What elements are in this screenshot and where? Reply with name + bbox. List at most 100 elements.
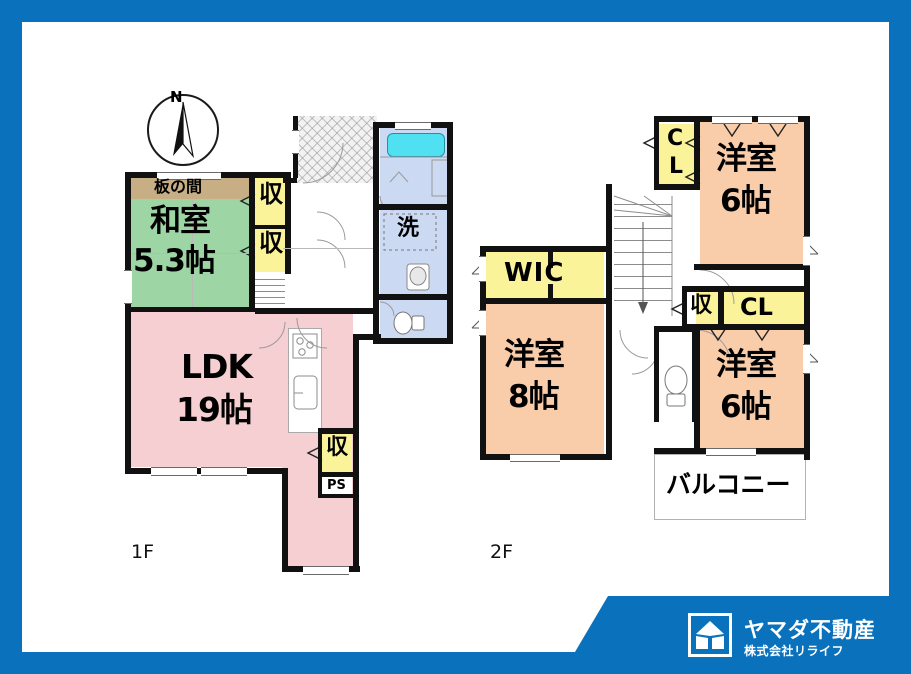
wall-hall-right [373,178,379,344]
wall-entrance-step [283,178,297,183]
label-washroom: 洗 [397,216,420,241]
wall-1f-right-lower [353,340,359,572]
wall-bedroom-north-bottom [694,264,810,270]
room-bedroom-west-fill [486,304,604,454]
pipe-space-fill [322,477,352,497]
label-bedroom-west-area: 8帖 [508,379,560,415]
label-washitsu-area: 5.3帖 [133,243,216,279]
room-itanoma-fill [131,178,249,199]
floor-1-plan: 板の間 和室 5.3帖 LDK 19帖 収 収 収 PS 洗 [107,116,453,575]
window-bath-top [395,122,431,130]
entrance-tile-area [297,116,377,183]
company-subtitle: 株式会社リライフ [744,644,845,658]
bathtub [387,133,445,157]
wall-washitsu-bottom [125,307,255,312]
window-bedroom-west-left-2 [479,310,486,336]
wall-stairwell-left [606,184,612,320]
wall-bedroom-south-left [694,330,700,454]
wall-bath-bottom [379,204,453,210]
label-washitsu-name: 和室 [150,203,211,239]
window-bedroom-south-right [803,344,810,374]
compass-north-label: N [170,88,183,106]
floorplan-canvas: N [22,22,889,652]
label-closet-lower: 収 [259,229,283,257]
wall-bath-right [447,122,453,344]
label-closet-upper: 収 [259,180,283,208]
window-ldk-bottom-2 [201,467,247,476]
wall-cl-vert-bottom [654,184,700,190]
label-closet-small: 収 [690,293,713,318]
label-cl-vertical-c: C [667,126,684,151]
window-ldk-bottom-1 [151,467,197,476]
wall-1f-kitchen-top [353,334,381,340]
room-bedroom-north-fill [700,122,804,270]
wall-toilet2f-left [654,326,659,422]
floor-2-tag: 2F [490,541,514,563]
window-bedroom-west-left-1 [479,256,486,282]
wall-closet-mid [255,225,285,229]
wall-1f-outer-left [125,172,131,474]
wall-1f-ext-left [282,468,288,572]
wall-closet-row-bottom [682,324,810,330]
wall-washroom-bottom [373,294,453,300]
wall-closet-right [285,172,291,274]
wall-cl-vert-right [694,116,700,188]
wall-wic-left [480,246,486,460]
label-bedroom-south-area: 6帖 [720,389,772,425]
window-1f-ext-bottom [303,566,349,575]
wall-ps-bottom [318,494,359,498]
floor-1-tag: 1F [131,541,155,563]
label-bedroom-north-name: 洋室 [716,141,777,177]
window-bedroom-north-right [803,236,810,266]
window-washitsu-left [124,270,132,304]
entrance-seam [283,248,373,249]
company-logo-band: ヤマダ不動産 株式会社リライフ [562,596,911,674]
wic-fill [486,252,604,300]
company-name: ヤマダ不動産 [744,618,876,642]
window-washitsu-top [157,172,221,180]
wall-hall-ldk [255,308,373,314]
wall-ps-top [322,472,353,477]
tatami-seam-v [192,199,193,307]
label-ldk-name: LDK [181,347,253,386]
closet-kitchen-fill [322,434,352,472]
wall-closet-small-left [682,286,687,330]
wall-wic-divider [548,252,553,268]
closet-cl-fill [724,292,804,326]
wall-washitsu-right [249,172,255,312]
wall-kitchen-closet-top [322,428,359,434]
label-kitchen-closet: 収 [326,435,349,460]
hall-fill [283,183,377,311]
floor-2-plan: 洋室 6帖 洋室 8帖 洋室 6帖 WIC C L 収 CL バルコニー [462,116,822,572]
yamada-house-icon [688,613,732,657]
closet-washitsu-lower-fill [255,229,285,272]
window-bedroom-north-top-2 [758,116,798,124]
wall-wic-divider-2 [548,284,553,300]
wall-2f-north-left [654,116,659,188]
label-ldk-area: 19帖 [176,390,253,429]
wall-kitchen-closet-left [318,428,322,498]
wall-toilet-bottom [373,338,453,344]
wall-closet-row-top [682,286,810,292]
wall-toilet2f-top [654,326,698,332]
label-bedroom-west-name: 洋室 [504,337,565,373]
wall-wic-top [480,246,612,252]
label-closet-cl: CL [740,293,773,321]
window-balcony-door [706,448,756,456]
window-bedroom-north-top-1 [712,116,752,124]
balcony-fill [654,454,806,520]
window-bedroom-west-bottom [510,454,560,462]
kitchen-counter [288,328,322,433]
label-wic: WIC [504,258,565,288]
label-bedroom-south-name: 洋室 [716,347,777,383]
wall-closet-small-right [718,286,724,330]
wall-wic-bottom [480,298,612,304]
label-cl-vertical-l: L [669,154,684,179]
closet-washitsu-upper-fill [255,178,285,225]
label-pipe-space: PS [327,478,346,493]
label-balcony: バルコニー [666,470,791,499]
tatami-seam-h [131,253,249,254]
label-bedroom-north-area: 6帖 [720,183,772,219]
label-itanoma: 板の間 [154,177,203,196]
